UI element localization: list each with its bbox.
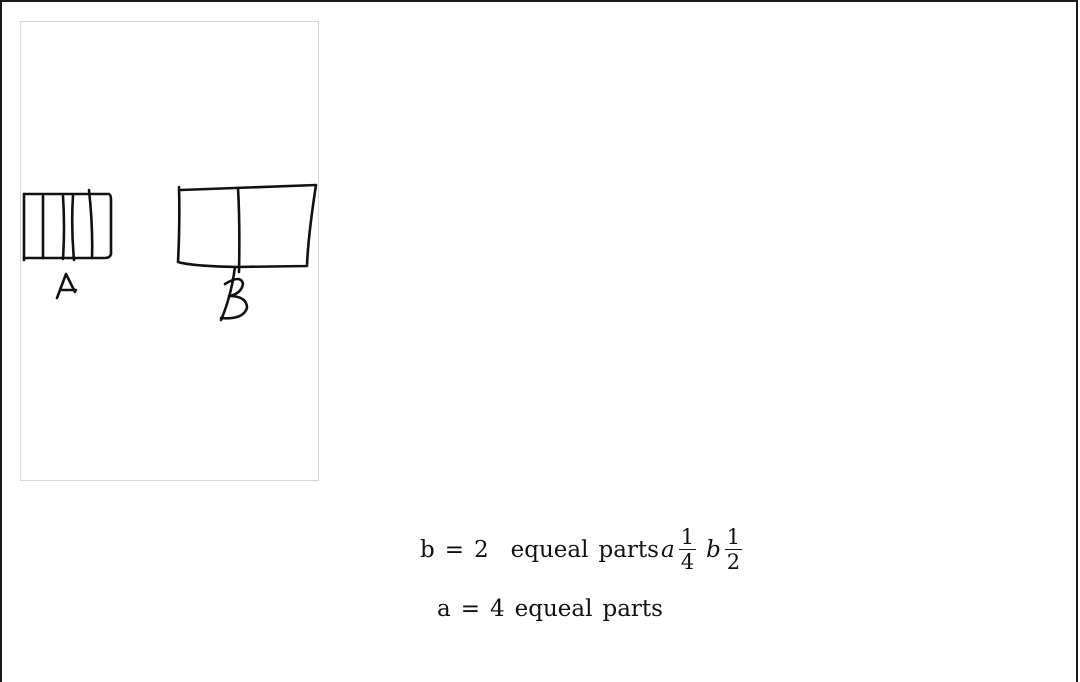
fraction-b-denominator: 2: [726, 550, 741, 575]
equal-text: equeal: [514, 596, 593, 622]
fraction-b-numerator: 1: [726, 525, 741, 549]
fraction-b: 1 2: [724, 525, 743, 575]
fraction-a-variable: a: [660, 536, 675, 563]
parts-text: parts: [602, 596, 663, 622]
fraction-a-denominator: 4: [680, 550, 695, 575]
equation-line-a: a = 4 equeal parts: [437, 596, 663, 622]
rectangle-a-divider-2: [61, 194, 66, 261]
rectangle-a-divider-3: [70, 193, 76, 262]
equals-sign: =: [444, 536, 465, 563]
fraction-a-bar: [678, 549, 697, 551]
parts-text: parts: [598, 536, 659, 563]
fraction-a: 1 4: [678, 525, 697, 575]
rectangle-b-divider: [236, 186, 241, 274]
label-b-bowls: [219, 277, 249, 320]
fraction-a-numerator: 1: [680, 525, 695, 549]
rectangle-a: [22, 192, 113, 260]
equal-text: equeal: [510, 536, 589, 563]
label-a-stroke: [55, 272, 77, 300]
equals-sign: =: [460, 596, 480, 622]
variable-a: a: [437, 596, 451, 622]
fraction-b-bar: [724, 549, 743, 551]
rectangle-a-divider-4: [87, 188, 94, 260]
equation-line-b: b = 2 equeal parts a 1 4 b 1 2: [420, 526, 746, 573]
sketch-drawing: [22, 183, 318, 322]
label-b-stroke: [219, 265, 237, 322]
sketch-panel[interactable]: [20, 21, 319, 481]
number-value: 4: [490, 596, 505, 622]
rectangle-b: [176, 183, 318, 269]
variable-b: b: [420, 536, 435, 563]
fraction-b-variable: b: [706, 536, 721, 563]
number-value: 2: [474, 536, 489, 563]
